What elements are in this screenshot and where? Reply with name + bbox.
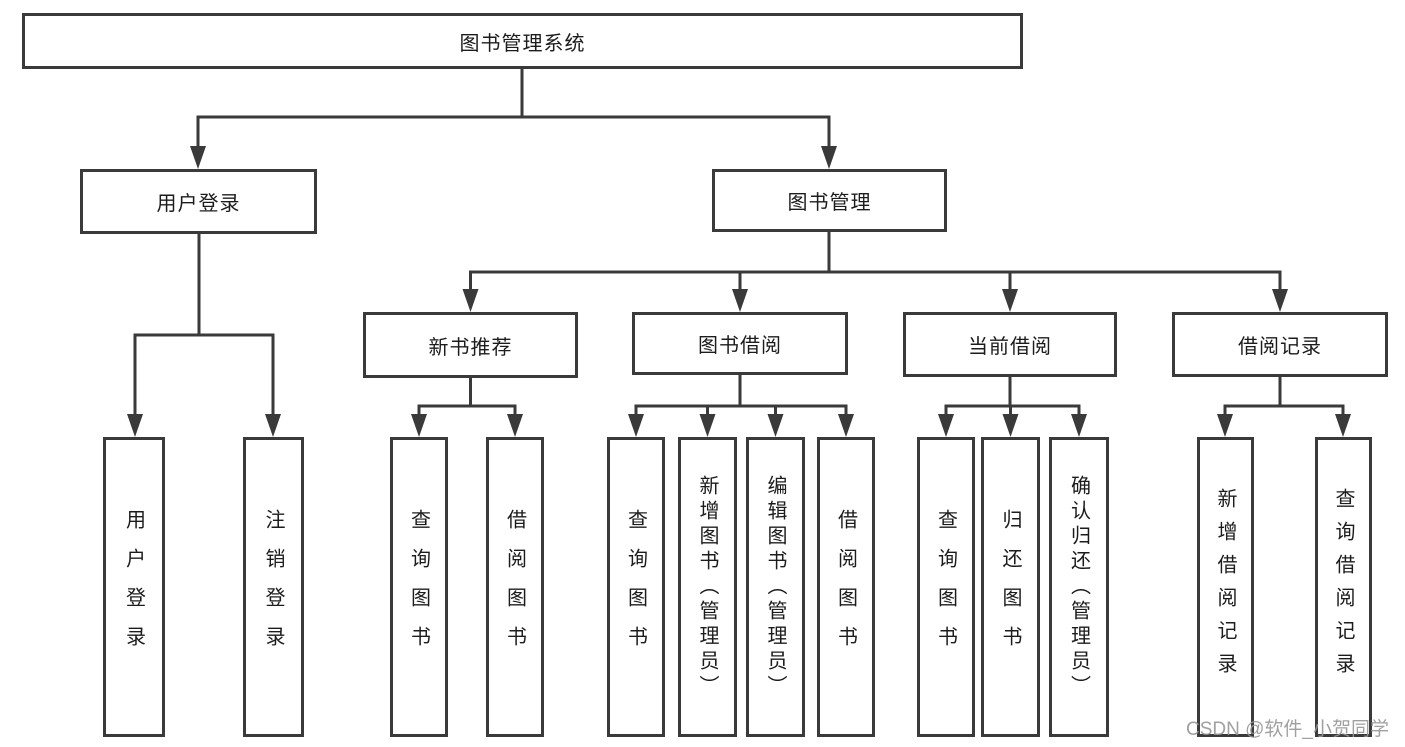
node-current-borrow: 当前借阅	[903, 312, 1117, 377]
arrow	[732, 289, 748, 312]
node-label: 图书管理	[787, 192, 872, 214]
arrow	[838, 414, 854, 437]
node-label: 当前借阅	[968, 336, 1052, 358]
arrow	[462, 289, 479, 312]
leaf-label: 归还图书	[999, 509, 1021, 665]
leaf-add-borrow-record: 新增借阅记录	[1197, 437, 1254, 737]
leaf-logout: 注销登录	[243, 437, 304, 737]
leaf-add-book-admin: 新增图书（管理员）	[678, 437, 737, 737]
leaf-label: 查询借阅记录	[1332, 488, 1354, 686]
leaf-label: 借阅图书	[834, 509, 857, 665]
leaf-newbook-borrow-book: 借阅图书	[486, 437, 544, 737]
leaf-edit-book-admin: 编辑图书（管理员）	[746, 437, 805, 737]
csdn-watermark: CSDN @软件_小贺同学	[1186, 719, 1389, 740]
arrow	[1002, 414, 1019, 437]
arrow	[411, 414, 427, 437]
node-borrow-record: 借阅记录	[1172, 312, 1388, 377]
leaf-label: 借阅图书	[503, 509, 526, 665]
node-label: 图书借阅	[698, 335, 782, 357]
arrow	[1217, 414, 1233, 437]
arrowheads	[127, 146, 1351, 437]
arrow	[628, 414, 644, 437]
arrow	[767, 414, 784, 437]
arrow	[699, 414, 716, 437]
arrow	[821, 146, 837, 169]
node-user-login: 用户登录	[80, 169, 317, 234]
node-book-borrow: 图书借阅	[632, 312, 848, 375]
node-book-management: 图书管理	[712, 169, 947, 232]
leaf-label: 查询图书	[934, 509, 957, 665]
node-label: 新书推荐	[428, 336, 513, 359]
arrow	[1071, 414, 1087, 437]
leaf-confirm-return-admin: 确认归还（管理员）	[1049, 437, 1109, 737]
leaf-label: 新增图书（管理员）	[696, 474, 718, 700]
node-label: 图书管理系统	[459, 32, 586, 55]
leaf-label: 确认归还（管理员）	[1067, 474, 1090, 700]
node-new-book-recommend: 新书推荐	[363, 312, 578, 378]
leaf-newbook-query-book: 查询图书	[390, 437, 448, 737]
arrow	[127, 414, 143, 437]
leaf-query-borrow-record: 查询借阅记录	[1315, 437, 1372, 737]
node-label: 用户登录	[156, 193, 241, 215]
arrow	[190, 146, 206, 169]
leaf-borrow-query-book: 查询图书	[607, 437, 665, 737]
leaf-label: 用户登录	[122, 509, 145, 665]
node-label: 借阅记录	[1238, 336, 1322, 358]
leaf-return-book: 归还图书	[981, 437, 1040, 737]
arrow	[1335, 414, 1351, 437]
arrow	[265, 414, 281, 437]
leaf-current-query-book: 查询图书	[917, 437, 975, 737]
leaf-label: 编辑图书（管理员）	[764, 474, 786, 700]
arrow	[938, 414, 954, 437]
leaf-label: 新增借阅记录	[1214, 488, 1236, 686]
node-root-system: 图书管理系统	[22, 13, 1023, 69]
leaf-user-login: 用户登录	[103, 437, 165, 737]
arrow	[1272, 289, 1288, 312]
leaf-label: 查询图书	[407, 509, 430, 665]
arrow	[1002, 289, 1018, 312]
leaf-borrow-book: 借阅图书	[817, 437, 875, 737]
leaf-label: 查询图书	[624, 509, 647, 665]
leaf-label: 注销登录	[262, 509, 284, 665]
arrow	[507, 414, 523, 437]
